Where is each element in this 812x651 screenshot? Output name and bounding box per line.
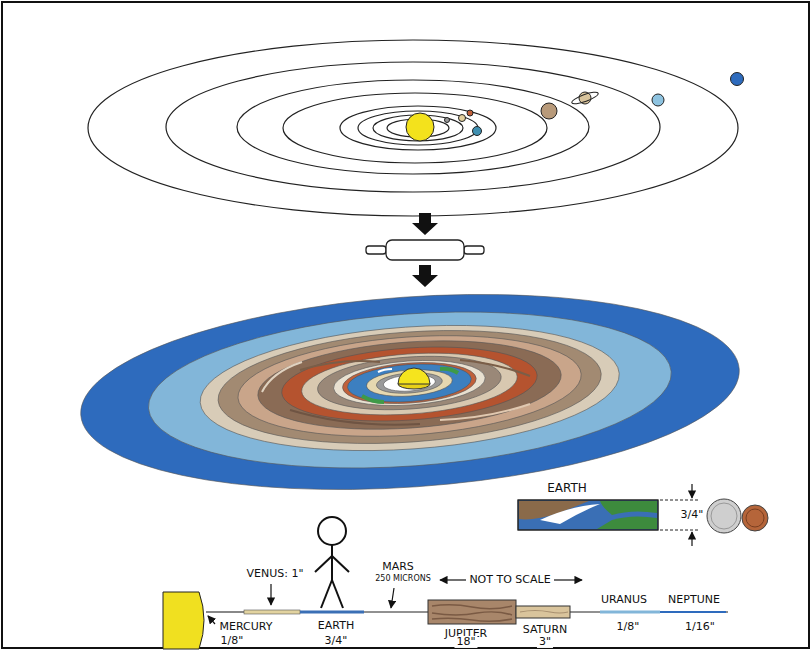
flattened-disk <box>74 274 746 510</box>
sample-title: EARTH <box>545 482 589 495</box>
planet-label: MARS <box>380 561 416 573</box>
dimension-label: 1/8" <box>615 621 642 633</box>
stick-figure <box>315 517 349 608</box>
coins <box>707 499 768 533</box>
planet-label: SATURN <box>521 624 570 636</box>
flattened-strip <box>163 592 728 649</box>
dimension-label: 250 MICRONS <box>373 575 433 584</box>
dimension-label: 3/4" <box>323 635 350 647</box>
planet-label: MERCURY <box>218 621 275 633</box>
note-label: NOT TO SCALE <box>467 574 552 586</box>
dimension-label: 1/16" <box>683 621 717 633</box>
rolling-pin <box>366 240 484 260</box>
planet-label: URANUS <box>599 594 649 606</box>
leader-lines <box>208 580 582 624</box>
planets <box>406 73 744 142</box>
dimension-label: 1/8" <box>219 635 246 647</box>
disk-sun <box>398 368 430 389</box>
dimension-label: 3/4" <box>679 509 706 521</box>
dimension-label: 3" <box>537 636 553 648</box>
orbits <box>88 40 738 216</box>
planet-label: EARTH <box>316 620 356 632</box>
disk-texture <box>262 360 530 425</box>
dimension-label: 18" <box>454 636 477 648</box>
planet-label: NEPTUNE <box>666 594 722 606</box>
planet-label: VENUS: 1" <box>245 568 306 580</box>
